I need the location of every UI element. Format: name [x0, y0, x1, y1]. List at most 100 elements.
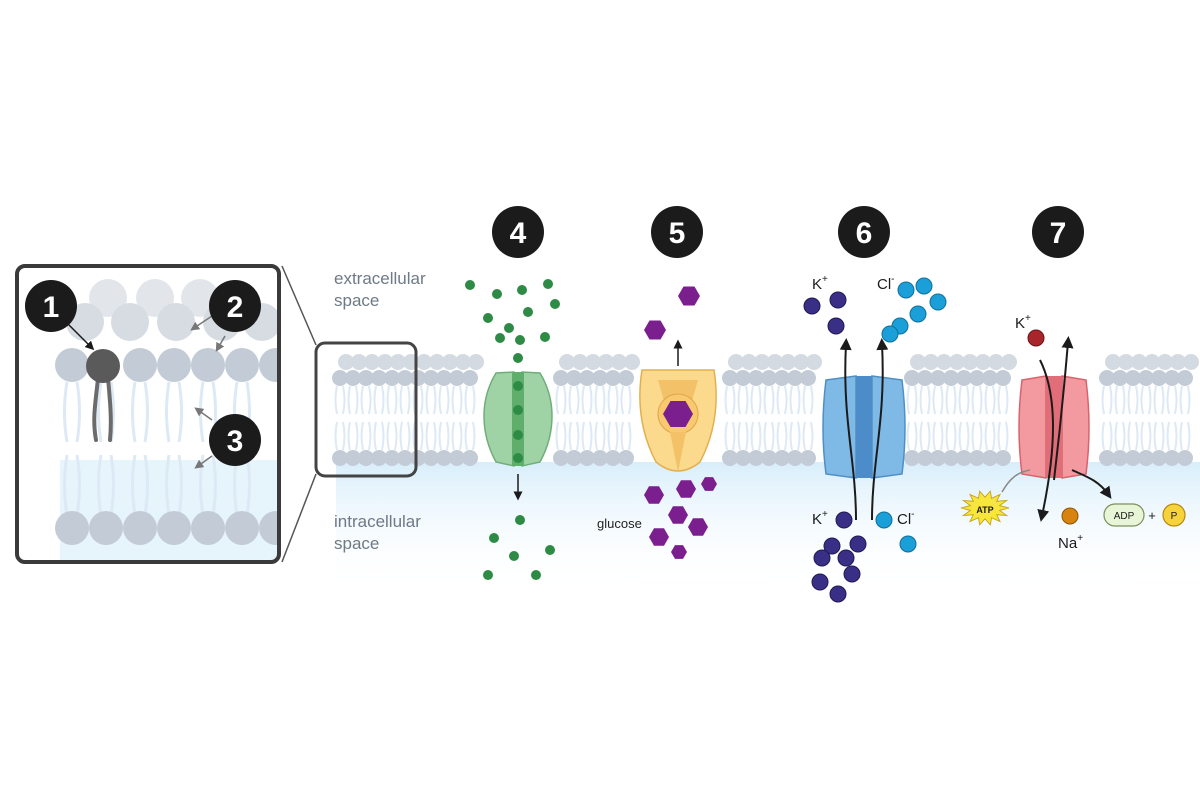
lipid-tail — [992, 421, 996, 451]
lipid-tail — [425, 385, 429, 415]
lipid-tail — [984, 385, 988, 415]
lipid-tail — [789, 421, 793, 451]
lipid-tail — [1109, 385, 1113, 415]
lipid-head — [1138, 450, 1154, 466]
lipid-tail — [334, 385, 338, 415]
lipid-head — [191, 511, 225, 545]
lipid-tail — [576, 421, 580, 451]
zoom-connector-top — [281, 265, 317, 346]
lipid-tail — [1122, 421, 1126, 451]
glucose-molecule — [668, 506, 688, 524]
lipid-tail — [745, 385, 749, 415]
solute-particle — [513, 405, 523, 415]
lipid-tail — [381, 421, 385, 451]
glucose-molecule — [644, 486, 664, 504]
solute-particle — [550, 299, 560, 309]
glucose-molecule — [649, 528, 669, 546]
solute-particle — [513, 381, 523, 391]
lipid-tail — [446, 385, 450, 415]
potassium-ion — [837, 549, 855, 567]
lipid-tail — [784, 421, 788, 451]
lipid-tail — [451, 385, 455, 415]
lipid-tail — [407, 385, 411, 415]
lipid-tail — [914, 385, 918, 415]
lipid-head — [1112, 450, 1128, 466]
solute-particle — [504, 323, 514, 333]
lipid-tail — [589, 421, 593, 451]
lipid-tail — [360, 421, 364, 451]
lipid-tail — [472, 385, 476, 415]
lipid-tail — [373, 421, 377, 451]
lipid-tail — [459, 385, 463, 415]
lipid-tail — [594, 385, 598, 415]
lipid-tail — [399, 385, 403, 415]
lipid-head — [611, 354, 627, 370]
lipid-tail — [810, 385, 814, 415]
adp-label: ADP — [1114, 511, 1135, 522]
lipid-tail — [971, 385, 975, 415]
lipid-tail — [1179, 421, 1183, 451]
lipid-head — [1125, 370, 1141, 386]
lipid-tail — [1135, 385, 1139, 415]
lipid-head — [468, 354, 484, 370]
potassium-ion — [823, 537, 841, 555]
cl-bottom-label: Cl- — [897, 509, 915, 528]
lipid-tail — [945, 385, 949, 415]
lipid-tail — [1122, 385, 1126, 415]
lipid-tail — [568, 385, 572, 415]
potassium-ion — [811, 573, 829, 591]
lipid-head — [904, 370, 920, 386]
glucose-molecules — [644, 286, 717, 559]
phosphate-circle: P — [1162, 503, 1186, 527]
lipid-head — [157, 303, 195, 341]
lipid-tail — [433, 385, 437, 415]
solute-particle — [513, 353, 523, 363]
lipid-tail — [177, 381, 183, 443]
zoom-connector-bottom — [281, 473, 317, 563]
lipid-head — [410, 370, 426, 386]
lipid-head — [754, 354, 770, 370]
lipid-tail — [628, 421, 632, 451]
lipid-head — [592, 370, 608, 386]
lipid-head — [1164, 370, 1180, 386]
chloride-ion — [915, 277, 933, 295]
lipid-head — [455, 354, 471, 370]
inset-lipid-tails — [63, 381, 251, 516]
chloride-ion — [929, 293, 947, 311]
lipid-tail — [1161, 385, 1165, 415]
solute-particle — [513, 453, 523, 463]
lipid-tail — [732, 385, 736, 415]
lipid-head — [358, 450, 374, 466]
lipid-tail — [394, 385, 398, 415]
lipid-tail — [143, 381, 149, 443]
lipid-tail — [399, 421, 403, 451]
ion-channel-6 — [822, 338, 906, 521]
badge-2: 2 — [209, 280, 261, 332]
lipid-head — [982, 370, 998, 386]
lipid-head — [592, 450, 608, 466]
lipid-head — [1151, 450, 1167, 466]
lipid-head — [449, 370, 465, 386]
lipid-head — [259, 348, 279, 382]
lipid-head — [553, 450, 569, 466]
lipid-head — [429, 354, 445, 370]
lipid-head — [225, 511, 259, 545]
lipid-tail — [109, 454, 115, 516]
lipid-tail — [602, 385, 606, 415]
lipid-head — [943, 450, 959, 466]
lipid-tail — [143, 454, 149, 516]
lipid-tail — [75, 454, 81, 516]
glucose-label: glucose — [597, 516, 642, 531]
lipid-tail — [438, 385, 442, 415]
lipid-tail — [1148, 385, 1152, 415]
lipid-head — [975, 354, 991, 370]
lipid-tail — [745, 421, 749, 451]
lipid-head — [449, 450, 465, 466]
lipid-head — [410, 450, 426, 466]
lipid-head — [982, 450, 998, 466]
solute-particle — [517, 285, 527, 295]
chloride-ion — [899, 535, 917, 553]
lipid-head — [1131, 354, 1147, 370]
inset-arrow-2a — [190, 315, 213, 331]
lipid-tail — [737, 385, 741, 415]
